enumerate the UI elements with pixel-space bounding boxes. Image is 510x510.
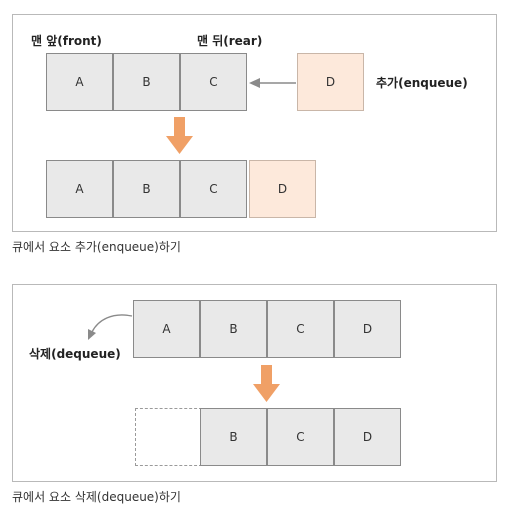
dequeue-label: 삭제(dequeue) [29, 347, 121, 361]
enqueue-caption: 큐에서 요소 추가(enqueue)하기 [12, 240, 181, 254]
queue-cell: D [334, 408, 401, 466]
queue-cell: B [200, 300, 267, 358]
rear-label: 맨 뒤(rear) [197, 34, 263, 48]
transition-arrow-bottom [253, 365, 280, 402]
incoming-cell: D [297, 53, 364, 111]
queue-cell: A [46, 160, 113, 218]
queue-cell: C [180, 160, 247, 218]
queue-cell: B [200, 408, 267, 466]
queue-cell-new: D [249, 160, 316, 218]
queue-cell: C [180, 53, 247, 111]
front-label: 맨 앞(front) [31, 34, 102, 48]
transition-arrow-top [166, 117, 193, 154]
queue-cell: A [46, 53, 113, 111]
queue-cell: B [113, 160, 180, 218]
enqueue-label: 추가(enqueue) [376, 76, 468, 90]
queue-cell: B [113, 53, 180, 111]
dequeue-arrow [88, 314, 133, 340]
dequeue-caption: 큐에서 요소 삭제(dequeue)하기 [12, 490, 181, 504]
enqueue-arrow [249, 78, 296, 88]
queue-cell: C [267, 408, 334, 466]
queue-cell: D [334, 300, 401, 358]
queue-cell: C [267, 300, 334, 358]
queue-cell: A [133, 300, 200, 358]
removed-slot [135, 408, 202, 466]
